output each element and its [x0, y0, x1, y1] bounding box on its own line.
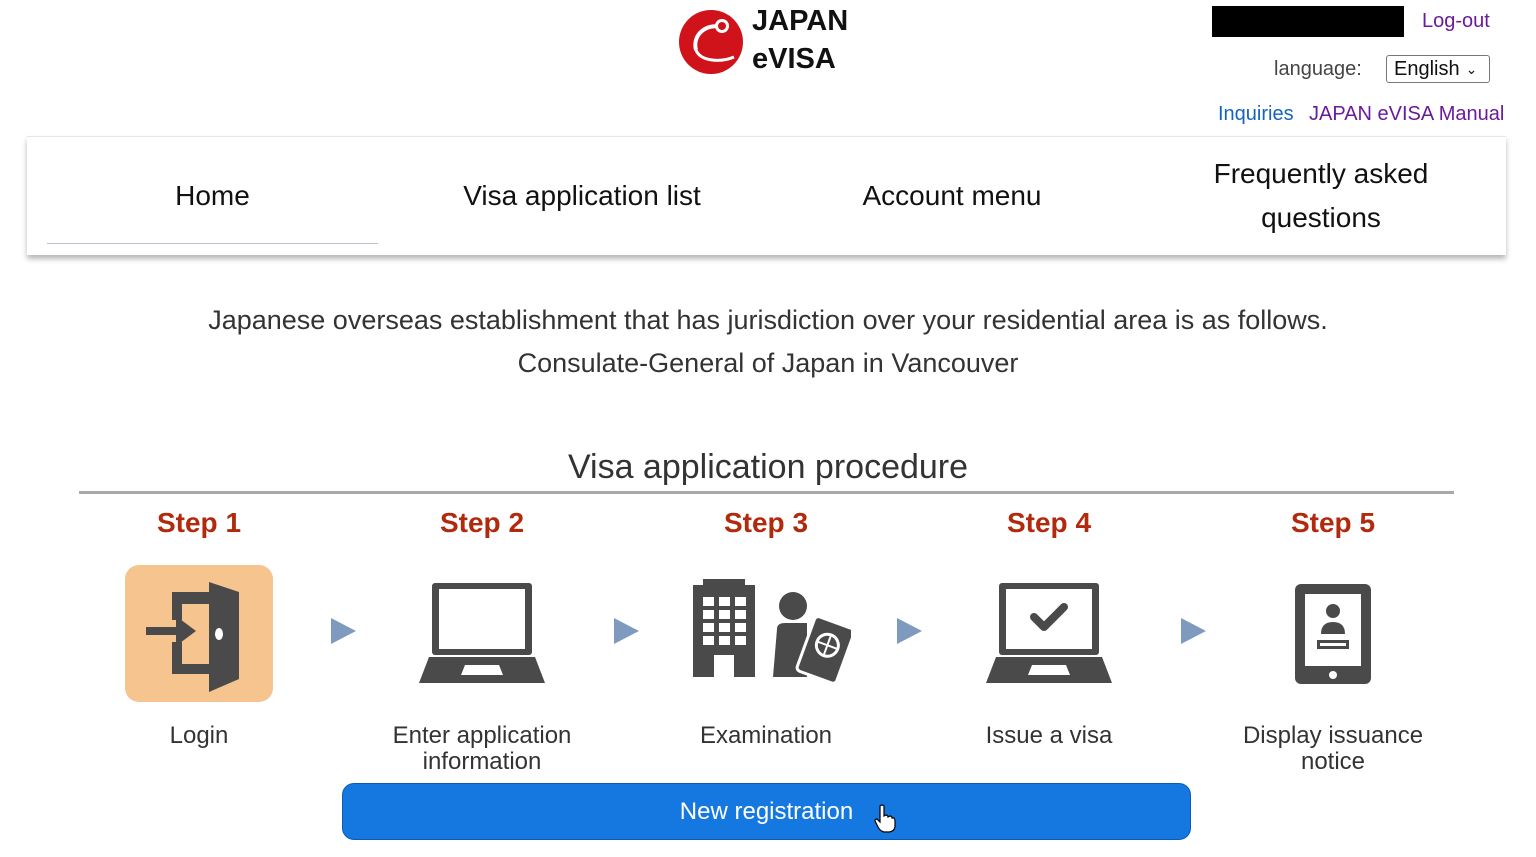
nav-faq[interactable]: Frequently asked questions: [1213, 158, 1429, 233]
chevron-down-icon: ⌄: [1465, 60, 1478, 77]
step-5: Step 5 Display issuance notice: [1242, 507, 1424, 775]
step-3: Step 3 Examination: [646, 505, 886, 749]
nav-visa-application-list[interactable]: Visa application list: [463, 180, 701, 211]
step-arrow-icon: [897, 618, 922, 644]
language-label: language:: [1274, 58, 1362, 80]
nav-home[interactable]: Home: [175, 180, 250, 211]
main-nav: Home Visa application list Account menu …: [27, 136, 1506, 255]
login-door-icon: [125, 565, 273, 702]
laptop-check-icon: [986, 583, 1112, 683]
inquiries-link[interactable]: Inquiries: [1218, 103, 1294, 125]
redacted-username: [1212, 6, 1404, 37]
step-2: Step 2 Enter application information: [392, 507, 572, 775]
step-4: Step 4 Issue a visa: [985, 507, 1113, 749]
step-arrow-icon: [331, 618, 356, 644]
evisa-logo-icon: [679, 10, 743, 74]
tablet-id-icon: [1295, 583, 1371, 684]
active-tab-underline: [47, 243, 378, 244]
consulate-name: Consulate-General of Japan in Vancouver: [517, 348, 1019, 378]
step-arrow-icon: [1181, 618, 1206, 644]
hand-cursor-icon: [874, 804, 896, 833]
language-select[interactable]: English ⌄: [1386, 55, 1490, 83]
building-passport-icon: [693, 579, 851, 685]
new-registration-button[interactable]: New registration: [342, 783, 1191, 840]
logo-text: JAPAN eVISA: [752, 5, 849, 75]
japan-evisa-logo[interactable]: JAPAN eVISA: [676, 2, 848, 78]
manual-link[interactable]: JAPAN eVISA Manual: [1309, 103, 1505, 125]
procedure-divider: [79, 491, 1454, 494]
laptop-icon: [419, 583, 545, 683]
step-1: Step 1 Login: [79, 505, 319, 749]
procedure-title: Visa application procedure: [567, 448, 969, 486]
logout-link[interactable]: Log-out: [1422, 10, 1490, 32]
nav-account-menu[interactable]: Account menu: [862, 180, 1042, 211]
jurisdiction-text: Japanese overseas establishment that has…: [208, 305, 1328, 335]
step-arrow-icon: [614, 618, 639, 644]
